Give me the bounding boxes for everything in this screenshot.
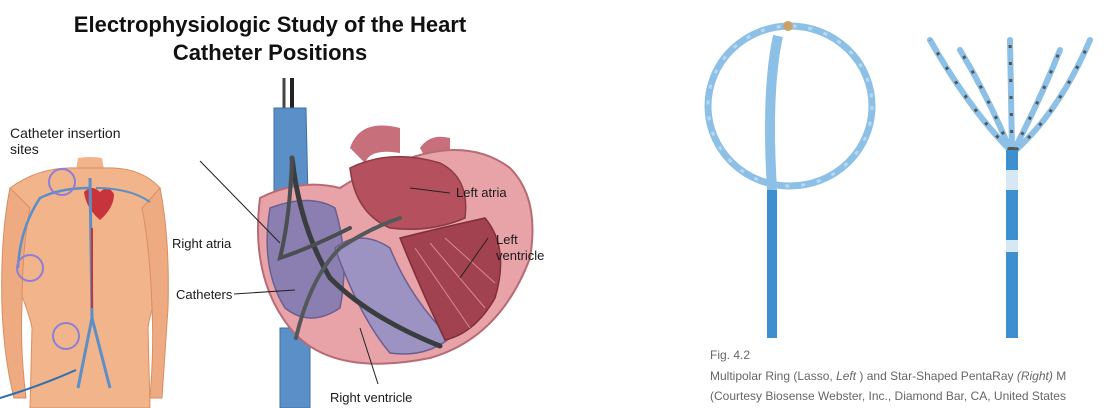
catheter-figure-panel: Fig. 4.2 Multipolar Ring (Lasso, Left ) … <box>690 0 1112 408</box>
figure-caption: Multipolar Ring (Lasso, Left ) and Star-… <box>710 369 1066 383</box>
lasso-catheter-illustration <box>690 0 890 340</box>
label-right-atria: Right atria <box>172 236 231 251</box>
label-left-ventricle-line1: Left <box>496 232 518 247</box>
insertion-sites-label-line2: sites <box>10 142 39 157</box>
pentaray-catheter-illustration <box>900 0 1100 340</box>
label-right-ventricle: Right ventricle <box>330 390 412 405</box>
diagram-title-line1: Electrophysiologic Study of the Heart <box>0 12 540 38</box>
caption-right: (Right) <box>1017 369 1053 383</box>
caption-part-a: Multipolar Ring (Lasso, <box>710 369 836 383</box>
caption-part-c: M <box>1053 369 1066 383</box>
figure-credit: (Courtesy Biosense Webster, Inc., Diamon… <box>710 389 1066 403</box>
label-left-ventricle-line2: ventricle <box>496 248 544 263</box>
insertion-sites-label-line1: Catheter insertion <box>10 126 121 141</box>
body-illustration <box>0 158 170 408</box>
diagram-title-line2: Catheter Positions <box>0 40 540 66</box>
heart-diagram-panel: Electrophysiologic Study of the Heart Ca… <box>0 0 600 408</box>
label-catheters: Catheters <box>176 287 232 302</box>
label-left-atria: Left atria <box>456 185 507 200</box>
heart-illustration <box>240 78 540 408</box>
caption-left: Left <box>836 369 856 383</box>
figure-number: Fig. 4.2 <box>710 348 750 362</box>
caption-part-b: ) and Star-Shaped PentaRay <box>856 369 1017 383</box>
